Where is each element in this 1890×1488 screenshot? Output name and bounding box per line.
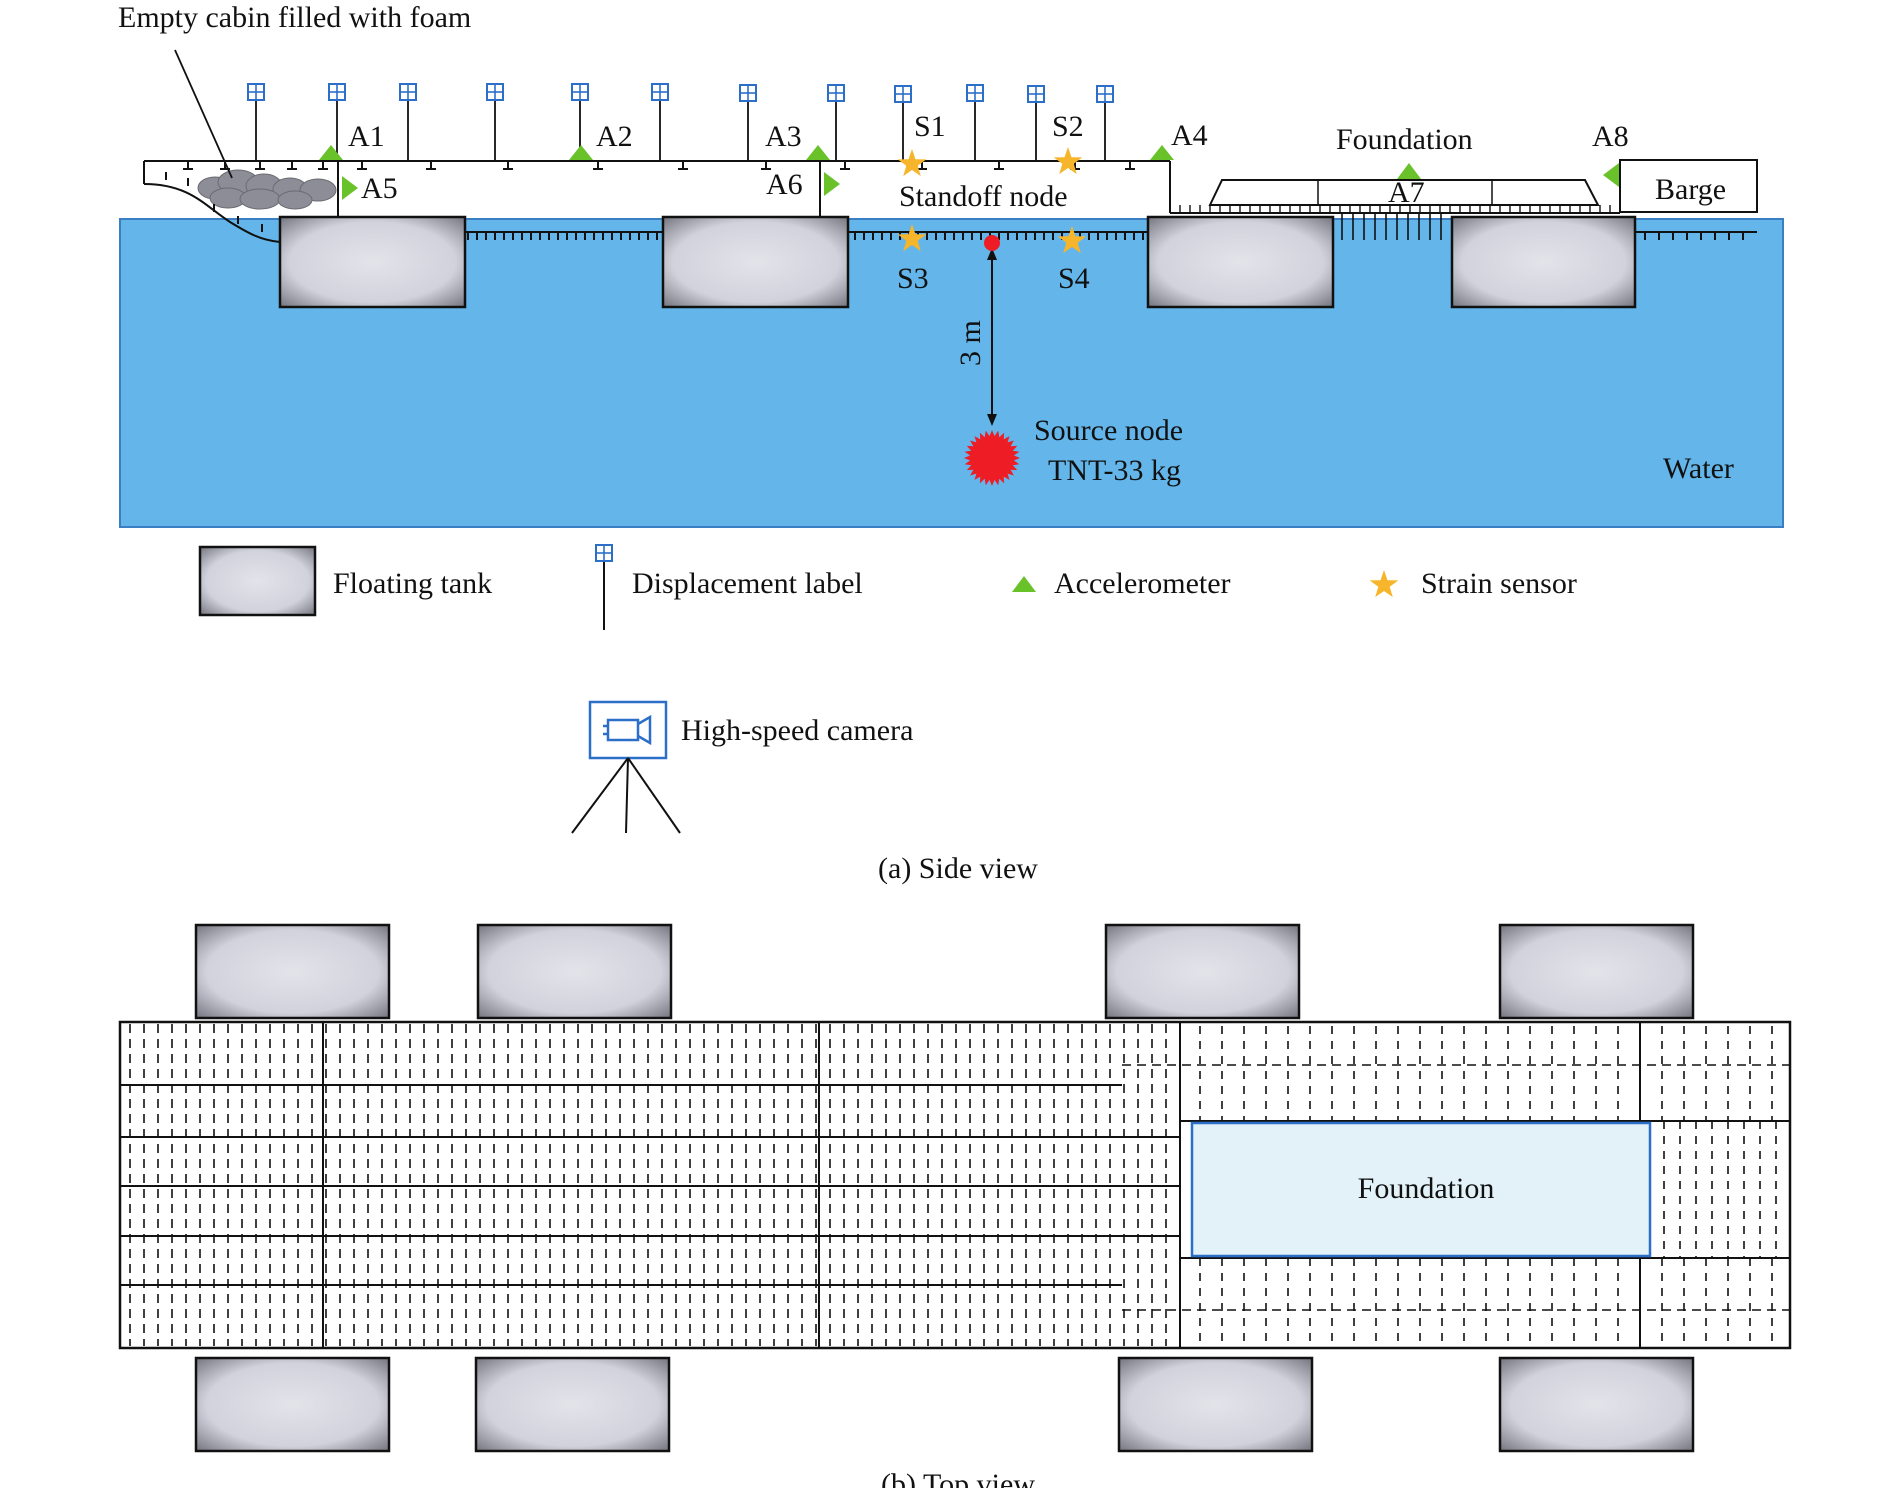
standoff-node-label: Standoff node — [899, 180, 1068, 213]
top-tank-3 — [1104, 923, 1301, 1020]
accelerometer-a3-icon — [806, 145, 830, 160]
accelerometer-a8-label: A8 — [1592, 120, 1629, 153]
barge-label: Barge — [1655, 173, 1726, 206]
floating-tank-1 — [278, 215, 467, 309]
accelerometer-a5-icon — [342, 176, 358, 200]
strain-sensor-s4-icon — [1057, 226, 1087, 254]
legend-floating-tank-label: Floating tank — [333, 567, 492, 600]
displacement-marker-icon — [1096, 85, 1114, 161]
top-tank-6 — [474, 1356, 671, 1453]
floating-tank-2 — [661, 215, 850, 309]
floating-tank-3 — [1146, 215, 1335, 309]
foundation-side-label: Foundation — [1336, 123, 1473, 156]
accelerometer-a6-label: A6 — [766, 168, 803, 201]
accelerometer-a2-label: A2 — [596, 120, 633, 153]
displacement-marker-icon — [966, 84, 984, 161]
legend-displacement-label: Displacement label — [632, 567, 863, 600]
top-view-caption: (b) Top view — [881, 1468, 1035, 1488]
strain-sensor-s3-label: S3 — [897, 262, 929, 295]
strain-sensor-s1-label: S1 — [914, 110, 946, 143]
bow-hull — [143, 183, 281, 243]
legend-floating-tank-icon — [198, 545, 317, 617]
floating-tank-4 — [1450, 215, 1637, 309]
top-grid-dashes — [129, 1024, 1790, 1346]
side-view-caption: (a) Side view — [878, 852, 1038, 885]
accelerometer-a4-icon — [1150, 145, 1174, 160]
side-view: Empty cabin filled with foam A1 A2 A3 A4… — [118, 1, 1784, 528]
stiffeners — [165, 161, 1744, 240]
displacement-marker-icon — [651, 83, 669, 161]
accelerometer-a4-label: A4 — [1171, 119, 1208, 152]
strain-sensor-s2-label: S2 — [1052, 110, 1084, 143]
source-node-label: Source node — [1034, 414, 1183, 447]
displacement-marker-icon — [1027, 85, 1045, 161]
accelerometer-a7-icon — [1397, 163, 1421, 179]
arrow-up-icon — [987, 248, 997, 260]
top-grid-lines — [120, 1022, 1790, 1348]
displacement-marker-icon — [328, 83, 346, 161]
top-platform-outline — [118, 1020, 1792, 1350]
strain-sensor-s2-icon — [1053, 147, 1083, 175]
legend: Floating tank Displacement label Acceler… — [198, 544, 1577, 834]
accelerometer-a1-icon — [319, 145, 343, 160]
foundation-hatch — [1179, 205, 1611, 240]
displacement-marker-icon — [247, 83, 265, 161]
displacement-marker-icon — [399, 83, 417, 161]
foam-icon — [197, 169, 337, 210]
top-tank-1 — [194, 923, 391, 1020]
legend-accelerometer-icon — [1012, 576, 1036, 592]
top-tank-4 — [1498, 923, 1695, 1020]
explosion-icon — [964, 430, 1020, 486]
top-foundation-box — [1190, 1121, 1652, 1258]
top-tank-2 — [476, 923, 673, 1020]
accelerometer-a8-icon — [1603, 163, 1619, 187]
displacement-marker-icon — [486, 83, 504, 161]
displacement-markers — [247, 83, 1114, 161]
top-tank-8 — [1498, 1356, 1695, 1453]
strain-sensor-s3-icon — [897, 224, 927, 252]
accelerometer-a1-label: A1 — [348, 120, 385, 153]
displacement-marker-icon — [827, 84, 845, 161]
standoff-distance-label: 3 m — [954, 320, 987, 366]
water-label: Water — [1663, 452, 1734, 485]
top-tank-7 — [1117, 1356, 1314, 1453]
empty-cabin-label: Empty cabin filled with foam — [118, 1, 471, 34]
top-tank-5 — [194, 1356, 391, 1453]
accelerometer-a3-label: A3 — [765, 120, 802, 153]
accelerometer-a7-label: A7 — [1388, 176, 1425, 209]
strain-sensor-s4-label: S4 — [1058, 262, 1090, 295]
legend-accelerometer-label: Accelerometer — [1054, 567, 1231, 600]
displacement-marker-icon — [894, 85, 912, 161]
legend-camera-label: High-speed camera — [681, 714, 913, 747]
cabin-leader-line — [174, 49, 233, 179]
accelerometer-a2-icon — [569, 145, 593, 160]
legend-strain-sensor-label: Strain sensor — [1421, 567, 1577, 600]
strain-sensor-s1-icon — [897, 149, 927, 177]
high-speed-camera-icon — [571, 700, 681, 834]
accelerometer-a6-icon — [824, 172, 840, 196]
barge-box — [1619, 159, 1758, 213]
top-view: Foundation — [118, 923, 1792, 1453]
legend-strain-sensor-icon — [1369, 570, 1399, 598]
legend-displacement-icon — [595, 544, 613, 630]
arrow-down-icon — [987, 414, 997, 426]
displacement-marker-icon — [739, 84, 757, 161]
accelerometer-a5-label: A5 — [361, 172, 398, 205]
standoff-node-marker — [984, 235, 1000, 251]
top-foundation-label: Foundation — [1358, 1172, 1495, 1205]
tnt-label: TNT-33 kg — [1048, 454, 1181, 487]
